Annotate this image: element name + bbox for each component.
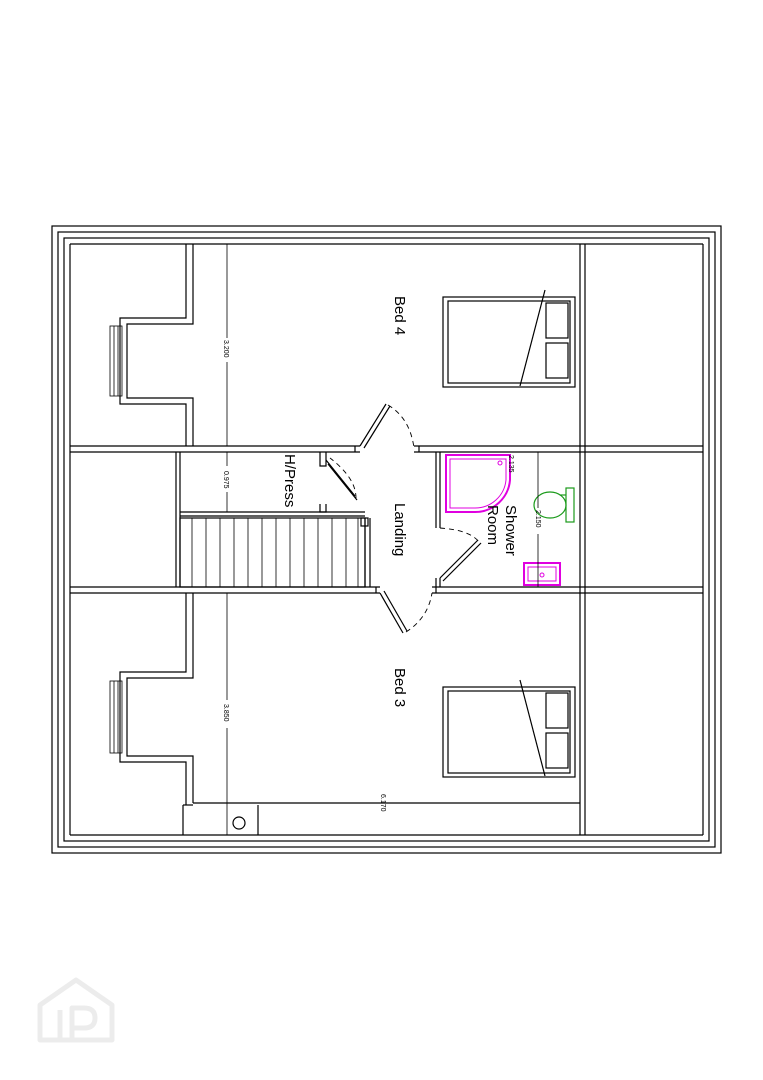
outer-walls bbox=[51, 225, 722, 854]
basin-icon bbox=[523, 562, 561, 586]
property-logo-icon bbox=[37, 977, 115, 1043]
eaves-lines bbox=[70, 244, 703, 835]
soil-pipe-icon bbox=[232, 816, 246, 830]
bed-bed3 bbox=[442, 679, 576, 778]
room-label-shower: Shower bbox=[502, 505, 519, 556]
staircase bbox=[179, 517, 366, 588]
shower-tray-icon bbox=[445, 454, 511, 514]
bed-bed4 bbox=[442, 289, 576, 388]
dim-bed3-depth: 3.850 bbox=[222, 704, 229, 722]
room-labels: Bed 4 Bed 3 H/Press Landing Shower Room bbox=[281, 296, 519, 707]
toilet-icon bbox=[533, 487, 575, 523]
room-label-bed4: Bed 4 bbox=[391, 296, 408, 335]
room-label-landing: Landing bbox=[391, 503, 408, 556]
dimension-lines bbox=[193, 244, 580, 835]
dim-bed4-depth: 3.200 bbox=[222, 340, 229, 358]
dormer-bed3 bbox=[109, 593, 580, 835]
dim-shower-depth: 2.135 bbox=[507, 455, 514, 473]
dim-overall-width: 6.170 bbox=[379, 794, 386, 812]
dim-hpress-depth: 0.975 bbox=[222, 471, 229, 489]
dimension-labels: 3.200 0.975 3.850 6.170 2.135 2.150 bbox=[222, 340, 541, 812]
dormer-bed4 bbox=[109, 244, 194, 446]
dim-shower-width: 2.150 bbox=[534, 510, 541, 528]
room-label-shower-room: Room bbox=[484, 505, 501, 545]
room-label-bed3: Bed 3 bbox=[391, 668, 408, 707]
doors bbox=[325, 403, 482, 634]
room-label-hpress: H/Press bbox=[281, 454, 298, 507]
